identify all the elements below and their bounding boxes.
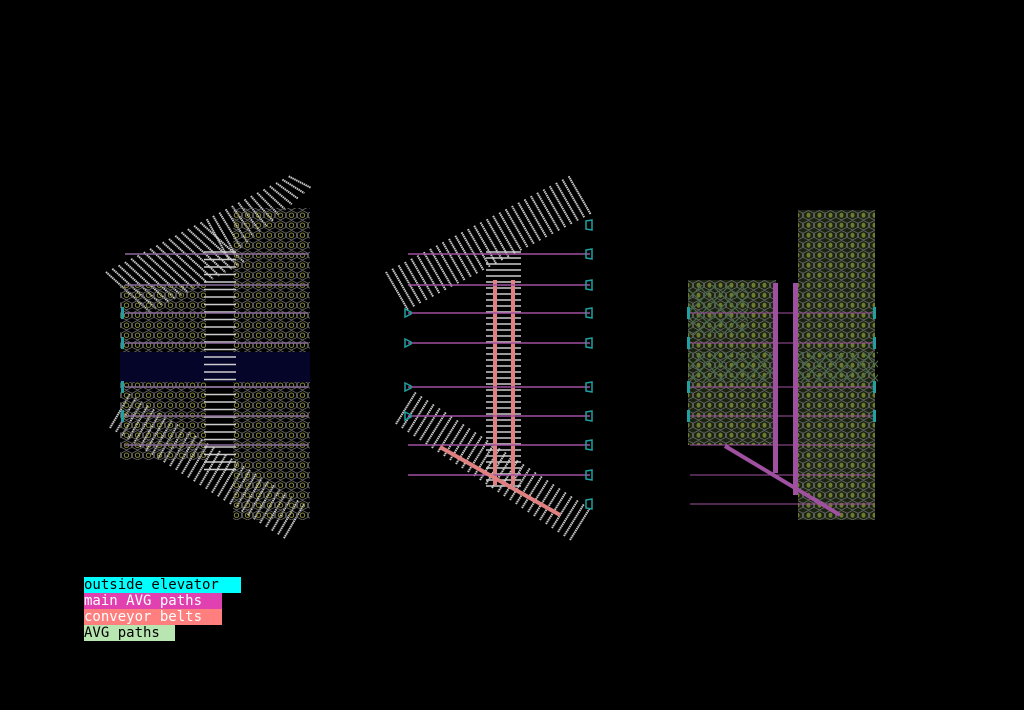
rack-strip — [563, 503, 585, 537]
rack-strip — [460, 231, 485, 271]
elevator-marker — [585, 219, 593, 231]
rack-strip — [413, 403, 435, 437]
elevator-marker — [687, 307, 690, 319]
rack-strip — [511, 205, 535, 245]
rack-strip — [441, 241, 466, 281]
elevator-marker — [404, 307, 412, 319]
rack-strip — [205, 454, 227, 490]
rack-strip — [149, 248, 195, 290]
elevator-marker — [404, 381, 412, 393]
legend-main-avg-paths: main AVG paths — [84, 593, 222, 609]
rack-strip — [485, 218, 510, 258]
rack-strip — [431, 415, 453, 449]
elevator-marker — [873, 307, 876, 319]
elevator-marker — [585, 337, 593, 349]
rack-strip — [429, 248, 453, 288]
elevator-marker — [585, 410, 593, 422]
elevator-marker — [873, 337, 876, 349]
rack-strip — [435, 245, 460, 285]
legend-avg-paths: AVG paths — [84, 625, 175, 641]
rack-strip — [561, 179, 586, 219]
rack-strip — [199, 450, 221, 486]
rack-strip — [555, 182, 579, 222]
rack-strip — [269, 185, 293, 205]
elevator-marker — [585, 439, 593, 451]
rack-strip — [391, 268, 416, 308]
rack-strip — [275, 182, 299, 200]
rack-strip — [467, 228, 491, 268]
elevator-marker — [585, 469, 593, 481]
legend-outside-elevator: outside elevator — [84, 577, 241, 593]
rack-strip — [567, 175, 592, 215]
rack-strip — [281, 178, 305, 195]
conveyor-belt — [439, 445, 561, 517]
rack-strip — [569, 507, 591, 541]
rack-strip — [212, 215, 236, 255]
rack-strip — [498, 212, 523, 252]
conveyor-belt — [493, 280, 497, 485]
rack-strip — [262, 188, 287, 211]
elevator-marker — [404, 410, 412, 422]
rack-strip — [448, 238, 472, 278]
rack-strip — [492, 215, 516, 255]
rack-strip — [523, 198, 548, 238]
rack-strip — [155, 244, 202, 287]
elevator-marker — [873, 410, 876, 422]
rack-strip — [180, 231, 227, 274]
rack-strip — [162, 241, 208, 284]
main-avg-path — [723, 444, 842, 517]
elevator-marker — [121, 307, 124, 319]
rack-strip — [517, 202, 542, 242]
elevator-marker — [404, 337, 412, 349]
rack-strip — [211, 458, 233, 494]
rack-strip — [416, 254, 441, 295]
avg-path-zone — [688, 352, 776, 382]
rack-strip — [536, 192, 561, 232]
elevator-marker — [121, 337, 124, 349]
elevator-marker — [687, 381, 690, 393]
layout-a — [105, 175, 312, 539]
rack-strip — [187, 228, 233, 270]
layout-b — [385, 175, 593, 541]
avg-path-zone — [798, 352, 878, 382]
main-avg-path — [793, 283, 798, 495]
rack-strip — [548, 185, 573, 225]
rack-strip — [168, 238, 214, 280]
legend: outside elevator main AVG paths conveyor… — [84, 577, 241, 641]
rack-strip — [422, 251, 447, 291]
elevator-marker — [687, 410, 690, 422]
rack-strip — [404, 261, 428, 301]
rack-strip — [174, 234, 220, 277]
elevator-marker — [585, 307, 593, 319]
rack-strip — [385, 271, 409, 311]
legend-conveyor-belts: conveyor belts — [84, 609, 222, 625]
rack-strip — [504, 208, 529, 248]
rack-strip — [419, 407, 441, 441]
layout-c — [687, 210, 878, 520]
conveyor-belt — [511, 280, 515, 485]
elevator-marker — [585, 279, 593, 291]
rack-strip — [530, 195, 554, 235]
elevator-marker — [873, 381, 876, 393]
elevator-marker — [121, 381, 124, 393]
elevator-marker — [585, 498, 593, 510]
rack-strip — [193, 446, 215, 482]
elevator-marker — [585, 381, 593, 393]
rack-strip — [557, 499, 579, 533]
rack-strip — [542, 188, 567, 229]
elevator-marker — [585, 248, 593, 260]
rack-strip — [410, 258, 435, 298]
elevator-marker — [687, 337, 690, 349]
avg-path-zone — [688, 285, 748, 335]
elevator-marker — [121, 410, 124, 422]
main-avg-path — [773, 283, 778, 473]
